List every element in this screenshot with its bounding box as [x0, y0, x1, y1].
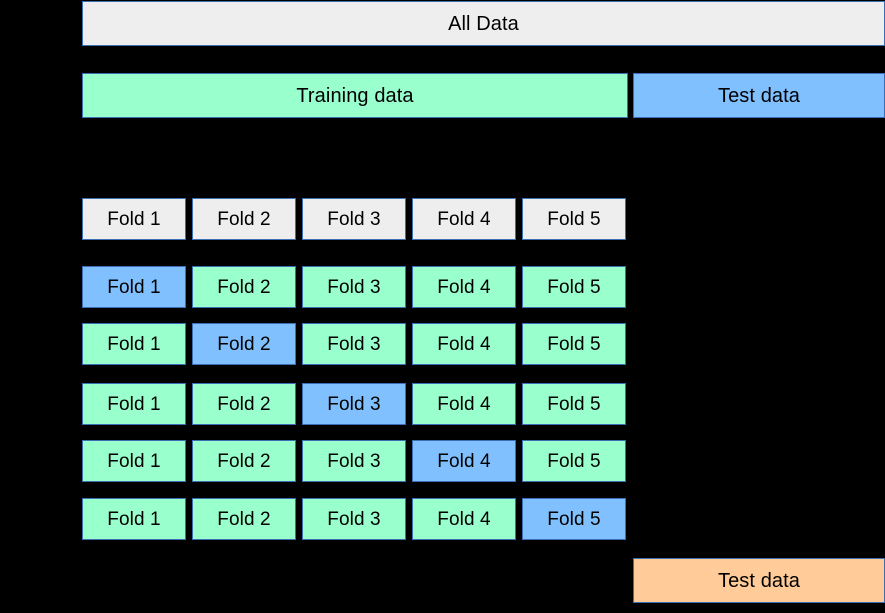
split-fold-cell: Fold 3 — [302, 440, 406, 482]
split-fold-cell: Fold 2 — [192, 440, 296, 482]
test-data-box: Test data — [633, 73, 885, 118]
split-fold-cell: Fold 2 — [192, 383, 296, 425]
split-fold-cell: Fold 2 — [192, 498, 296, 540]
split-fold-cell: Fold 5 — [522, 383, 626, 425]
split-fold-cell: Fold 2 — [192, 266, 296, 308]
fold-header-cell: Fold 5 — [522, 198, 626, 240]
split-fold-cell: Fold 1 — [82, 266, 186, 308]
split-fold-cell: Fold 5 — [522, 440, 626, 482]
split-fold-cell: Fold 5 — [522, 266, 626, 308]
final-test-data-box: Test data — [633, 558, 885, 603]
split-fold-cell: Fold 4 — [412, 323, 516, 365]
fold-header-cell: Fold 4 — [412, 198, 516, 240]
training-data-box: Training data — [82, 73, 628, 118]
split-fold-cell: Fold 4 — [412, 440, 516, 482]
split-fold-cell: Fold 3 — [302, 323, 406, 365]
split-fold-cell: Fold 1 — [82, 498, 186, 540]
split-fold-cell: Fold 4 — [412, 383, 516, 425]
fold-header-cell: Fold 3 — [302, 198, 406, 240]
split-fold-cell: Fold 4 — [412, 498, 516, 540]
all-data-box: All Data — [82, 1, 885, 46]
split-fold-cell: Fold 5 — [522, 498, 626, 540]
split-fold-cell: Fold 2 — [192, 323, 296, 365]
split-fold-cell: Fold 3 — [302, 498, 406, 540]
fold-header-cell: Fold 1 — [82, 198, 186, 240]
split-fold-cell: Fold 1 — [82, 440, 186, 482]
split-fold-cell: Fold 5 — [522, 323, 626, 365]
fold-header-cell: Fold 2 — [192, 198, 296, 240]
split-fold-cell: Fold 4 — [412, 266, 516, 308]
split-fold-cell: Fold 1 — [82, 323, 186, 365]
split-fold-cell: Fold 1 — [82, 383, 186, 425]
split-fold-cell: Fold 3 — [302, 383, 406, 425]
split-fold-cell: Fold 3 — [302, 266, 406, 308]
